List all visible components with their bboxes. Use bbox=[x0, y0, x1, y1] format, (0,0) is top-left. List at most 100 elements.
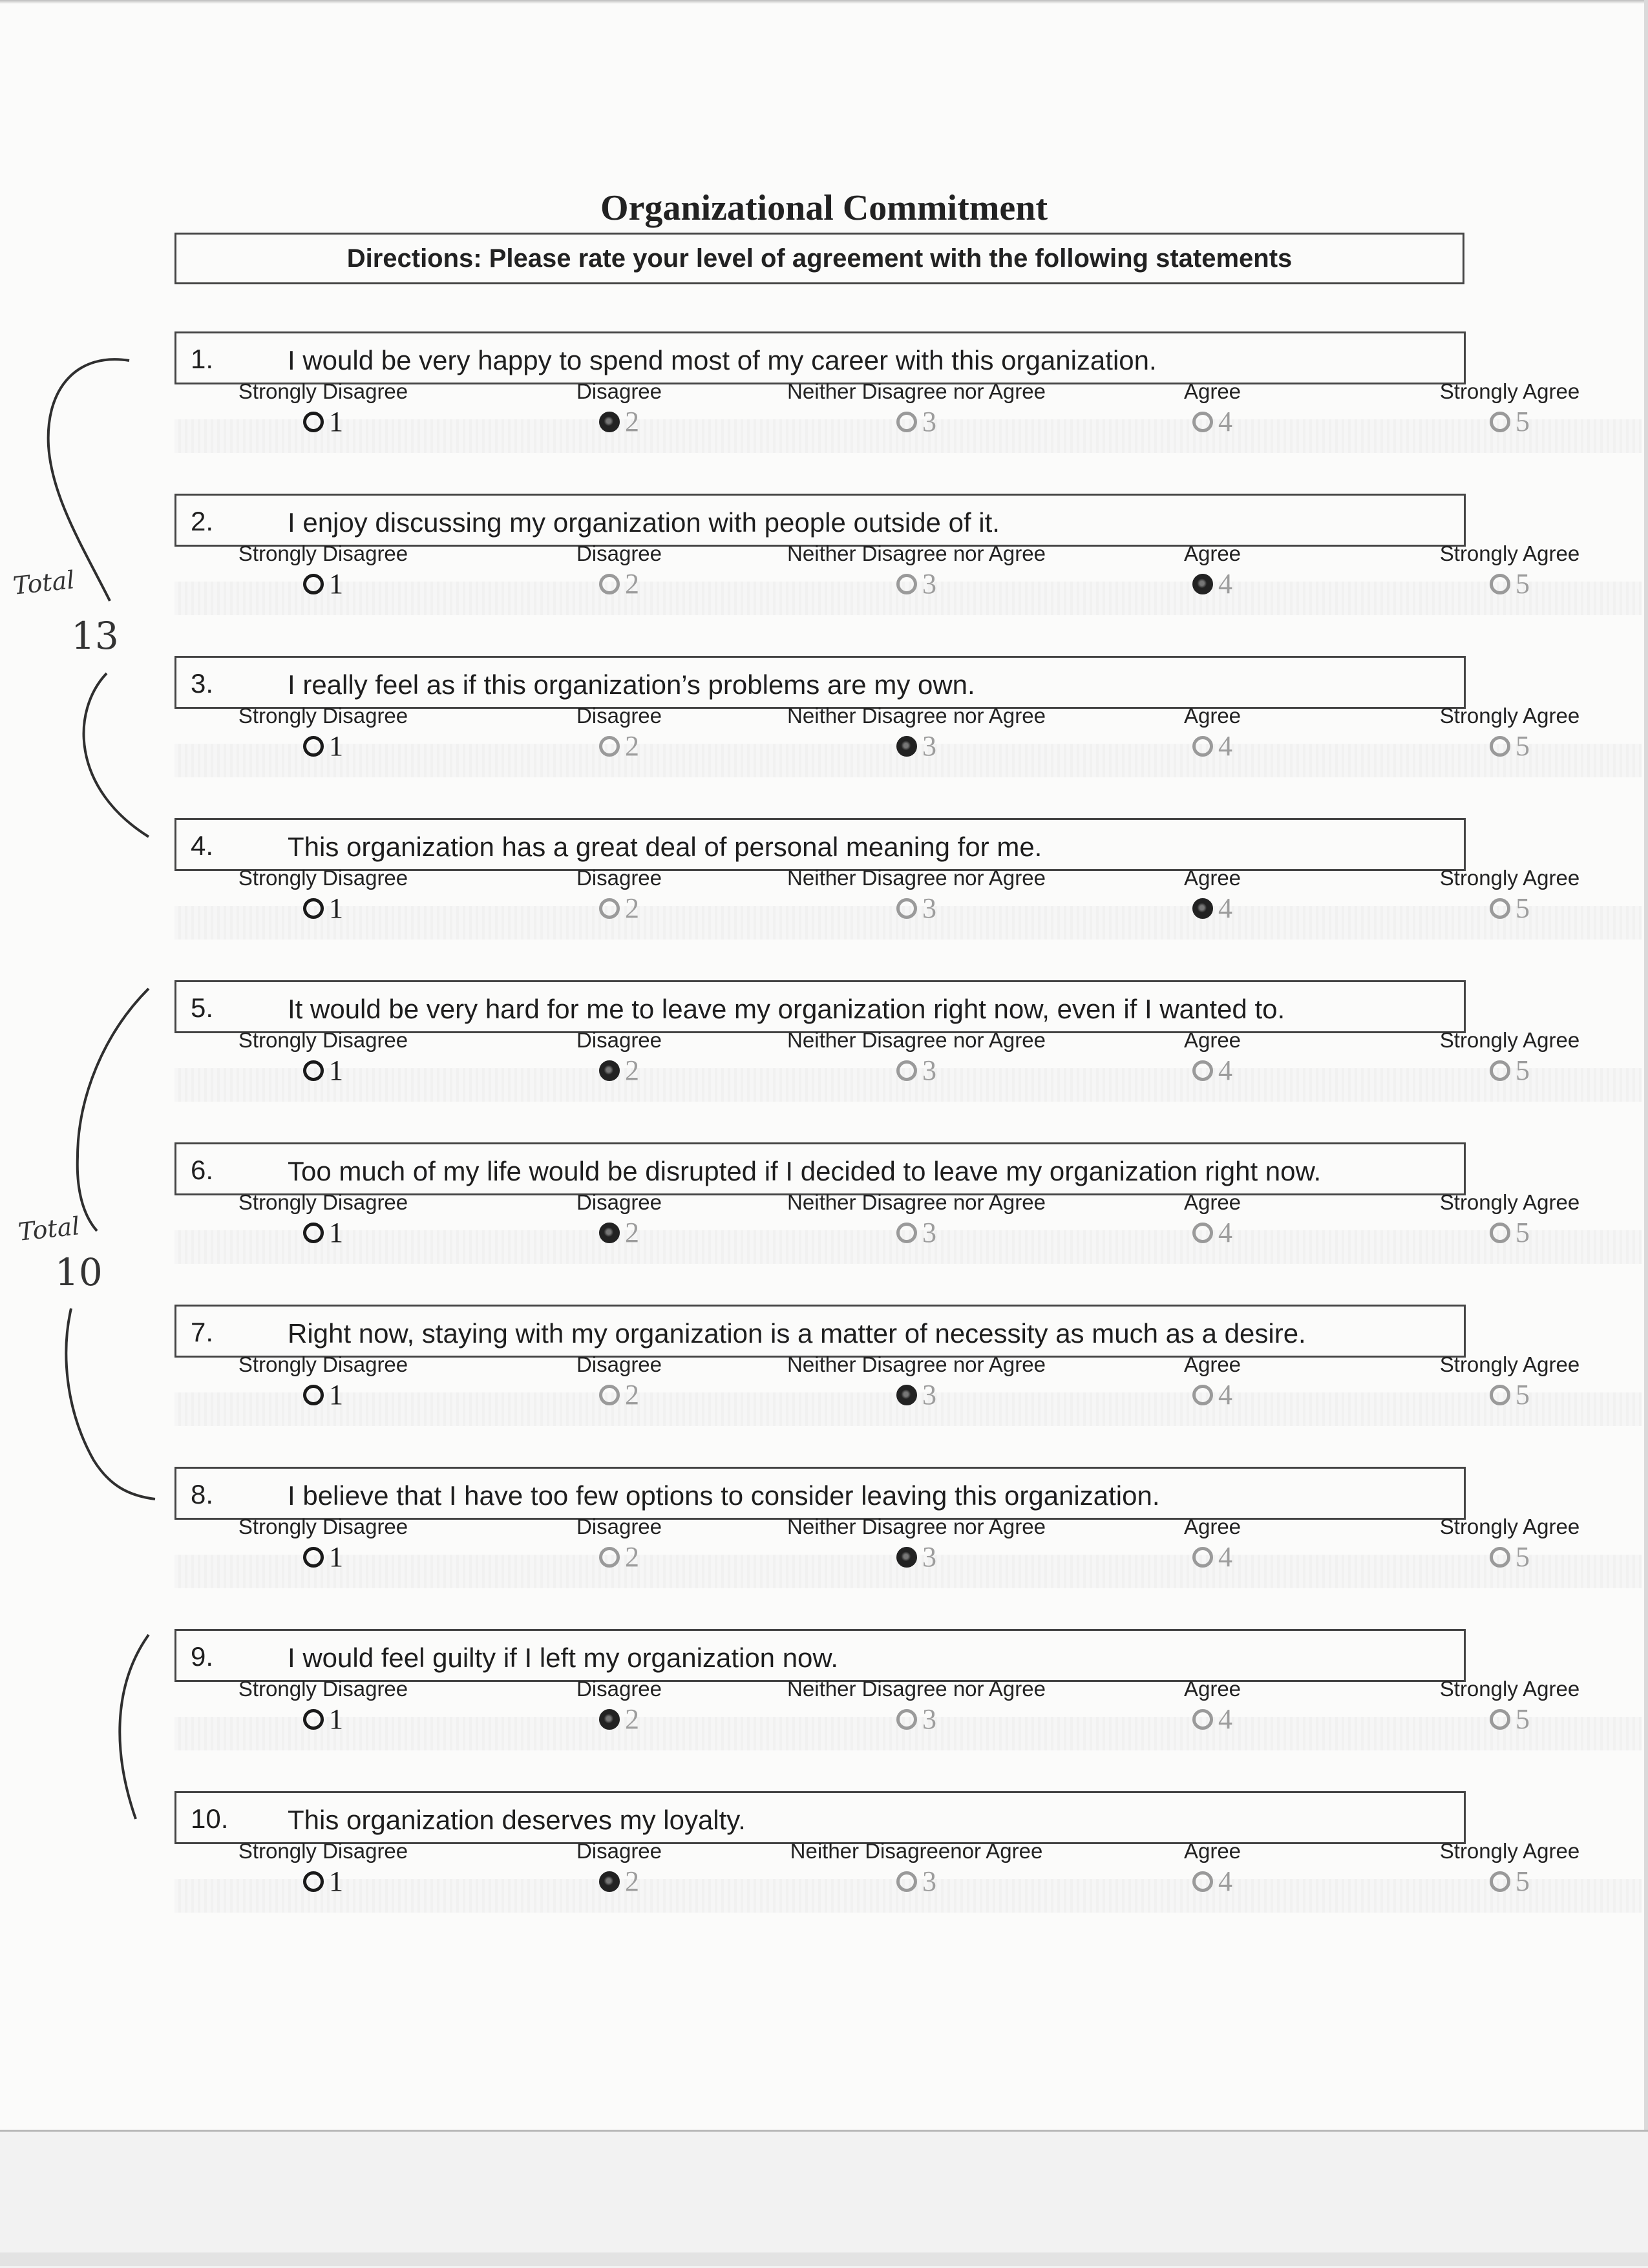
radio-icon[interactable] bbox=[303, 1222, 324, 1243]
radio-icon[interactable] bbox=[1192, 1384, 1213, 1405]
radio-icon[interactable] bbox=[599, 573, 620, 594]
radio-icon[interactable] bbox=[303, 1708, 324, 1730]
radio-icon[interactable] bbox=[1192, 1222, 1213, 1243]
selected-radio-icon[interactable] bbox=[1192, 898, 1213, 919]
selected-radio-icon[interactable] bbox=[599, 411, 620, 432]
radio-icon[interactable] bbox=[896, 1060, 917, 1081]
selected-radio-icon[interactable] bbox=[599, 1708, 620, 1730]
radio-icon[interactable] bbox=[1192, 1708, 1213, 1730]
radio-icon[interactable] bbox=[1192, 411, 1213, 432]
radio-icon[interactable] bbox=[303, 1060, 324, 1081]
radio-icon[interactable] bbox=[1490, 898, 1510, 919]
radio-icon[interactable] bbox=[303, 898, 324, 919]
radio-icon[interactable] bbox=[303, 1871, 324, 1892]
radio-icon[interactable] bbox=[896, 1222, 917, 1243]
selected-radio-icon[interactable] bbox=[896, 1546, 917, 1568]
radio-icon[interactable] bbox=[303, 573, 324, 594]
radio-icon[interactable] bbox=[896, 898, 917, 919]
radio-icon[interactable] bbox=[1490, 1871, 1510, 1892]
radio-icon[interactable] bbox=[1490, 1222, 1510, 1243]
radio-icon[interactable] bbox=[599, 898, 620, 919]
radio-icon[interactable] bbox=[896, 1708, 917, 1730]
radio-icon[interactable] bbox=[896, 573, 917, 594]
radio-icon[interactable] bbox=[1490, 411, 1510, 432]
radio-icon[interactable] bbox=[896, 1871, 917, 1892]
radio-icon[interactable] bbox=[303, 411, 324, 432]
selected-radio-icon[interactable] bbox=[896, 1384, 917, 1405]
radio-icon[interactable] bbox=[599, 735, 620, 757]
selected-radio-icon[interactable] bbox=[599, 1060, 620, 1081]
radio-icon[interactable] bbox=[1490, 1708, 1510, 1730]
radio-icon[interactable] bbox=[599, 1546, 620, 1568]
radio-icon[interactable] bbox=[1192, 1546, 1213, 1568]
radio-icon[interactable] bbox=[303, 1546, 324, 1568]
radio-icon[interactable] bbox=[303, 1384, 324, 1405]
radio-icon[interactable] bbox=[1192, 735, 1213, 757]
radio-icon[interactable] bbox=[1490, 1384, 1510, 1405]
selected-radio-icon[interactable] bbox=[1192, 573, 1213, 594]
radio-icon[interactable] bbox=[1490, 1060, 1510, 1081]
selected-radio-icon[interactable] bbox=[599, 1871, 620, 1892]
radio-icon[interactable] bbox=[303, 735, 324, 757]
radio-icon[interactable] bbox=[1490, 573, 1510, 594]
selected-radio-icon[interactable] bbox=[896, 735, 917, 757]
selected-radio-icon[interactable] bbox=[599, 1222, 620, 1243]
radio-icon[interactable] bbox=[1490, 735, 1510, 757]
radio-icon[interactable] bbox=[1192, 1060, 1213, 1081]
radio-icon[interactable] bbox=[1192, 1871, 1213, 1892]
radio-icon[interactable] bbox=[1490, 1546, 1510, 1568]
radio-icon[interactable] bbox=[896, 411, 917, 432]
radio-icon[interactable] bbox=[599, 1384, 620, 1405]
